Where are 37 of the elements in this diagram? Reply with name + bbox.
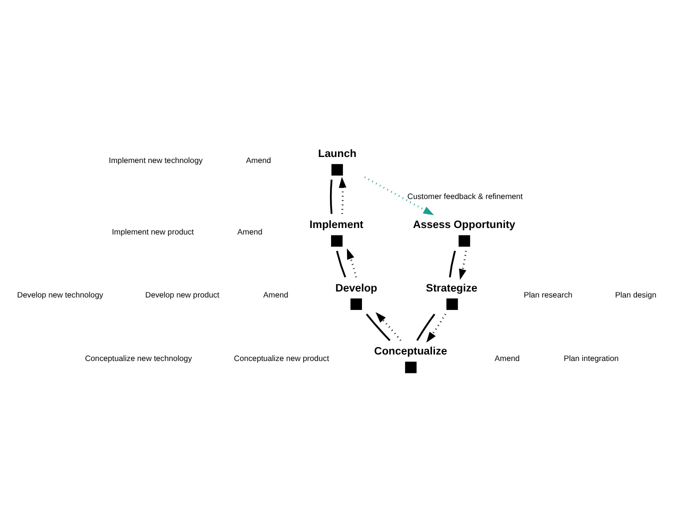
- arrow: [376, 312, 402, 341]
- label: Conceptualize new technology: [84, 353, 192, 362]
- node-label: Strategize: [426, 282, 478, 294]
- node-box: [350, 298, 362, 310]
- arrow: [364, 176, 434, 215]
- node-label: Conceptualize: [374, 344, 448, 357]
- node-label: Implement: [310, 218, 364, 231]
- node-box: [458, 234, 470, 246]
- arrow: [346, 248, 357, 277]
- node-label: Assess Opportunity: [412, 218, 516, 231]
- label: Amend: [494, 353, 520, 362]
- label: Implement new product: [112, 226, 194, 236]
- connector: [336, 250, 346, 278]
- arrow: [426, 313, 446, 342]
- label: Develop new technology: [17, 290, 104, 300]
- arrow: [459, 250, 467, 280]
- label: Amend: [263, 290, 288, 300]
- label: Develop new product: [145, 290, 220, 300]
- node-box: [331, 234, 343, 246]
- node-label: Launch: [318, 147, 356, 160]
- label: Conceptualize new product: [234, 353, 330, 362]
- edge-label: Customer feedback & refinement: [407, 191, 523, 200]
- label: Amend: [246, 156, 272, 165]
- label: Implement new technology: [108, 156, 203, 165]
- node-box: [405, 361, 417, 373]
- label: Plan integration: [564, 353, 619, 362]
- node-box: [446, 298, 458, 310]
- node-box: [331, 164, 343, 176]
- connector: [366, 313, 390, 341]
- arrow: [338, 176, 346, 214]
- connector: [330, 179, 332, 214]
- label: Plan design: [615, 290, 656, 300]
- label: Plan research: [524, 290, 572, 300]
- node-label: Develop: [335, 282, 378, 294]
- connector: [416, 313, 436, 340]
- connector: [448, 250, 456, 277]
- label: Amend: [237, 226, 262, 236]
